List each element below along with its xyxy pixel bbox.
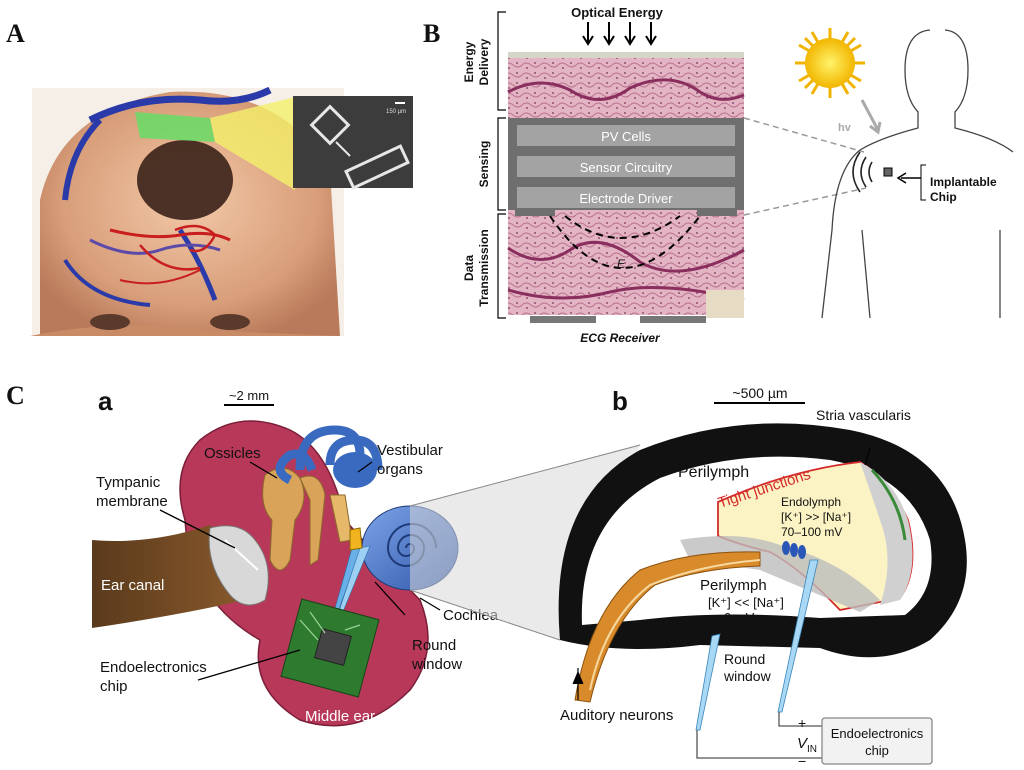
perilymph-mv-label: 0 mV <box>724 610 755 625</box>
head-illustration <box>30 86 344 336</box>
auditory-nerve <box>574 551 761 703</box>
leader-lines-a <box>159 461 441 681</box>
stria-leader <box>864 447 871 466</box>
receiver-electrode-right <box>640 316 706 323</box>
stria-label: Stria vascularis <box>816 407 911 423</box>
block-sensor-circuitry <box>517 156 735 177</box>
implant-chip-icon <box>883 167 893 177</box>
middle-ear-label: Middle ear <box>305 708 375 725</box>
auditory-neurons-label: Auditory neurons <box>560 707 673 724</box>
panel-label-b: B <box>423 19 440 48</box>
cochlear-duct-cross-section <box>558 423 967 658</box>
implant-highlight <box>135 112 215 142</box>
endolymph-label: Endolymph <box>781 495 841 509</box>
vestibular-label-1: Vestibular <box>377 442 443 459</box>
endoelectronics-label-1: Endoelectronics <box>100 659 207 676</box>
side-label-transmission: Transmission <box>477 229 491 306</box>
tissue-section <box>507 52 745 318</box>
panel-label-c: C <box>6 381 25 410</box>
chip-box-label-2: chip <box>865 743 889 758</box>
panel-label-a: A <box>6 19 25 48</box>
projection-lines-b <box>743 117 867 216</box>
tympanic-label-1: Tympanic <box>96 474 161 491</box>
side-label-sensing: Sensing <box>477 141 491 188</box>
scale-label-b: ~500 µm <box>732 385 787 401</box>
vestibular-label-2: organs <box>377 461 423 478</box>
block-pv-cells <box>517 125 735 146</box>
side-brackets <box>497 11 506 319</box>
vin-subscript: IN <box>807 744 817 755</box>
hv-label: hv <box>838 122 852 134</box>
side-label-delivery: Delivery <box>477 38 491 85</box>
ear-canal-label: Ear canal <box>101 577 164 594</box>
endolymph-ions-label: [K⁺] >> [Na⁺] <box>781 510 851 524</box>
ossicles-label: Ossicles <box>204 445 261 462</box>
field-label: E <box>617 257 626 271</box>
endoelectronics-chip-a <box>280 598 380 698</box>
round-window-probe <box>333 527 371 615</box>
optical-energy-label: Optical Energy <box>571 5 664 20</box>
vin-label: V <box>797 735 809 752</box>
ecg-receiver-label: ECG Receiver <box>580 331 661 345</box>
vestibular-organs <box>275 425 383 485</box>
vein-blue <box>88 86 272 124</box>
sun-icon <box>795 28 865 98</box>
side-label-data: Data <box>462 255 476 281</box>
round-window-label-2: window <box>411 656 462 673</box>
electric-field-lines <box>549 215 701 269</box>
light-arrow <box>860 99 882 135</box>
subpanel-label-b: b <box>612 386 628 416</box>
tympanic-label-2: membrane <box>96 493 168 510</box>
body-outline <box>821 29 1014 319</box>
round-window-b-label-2: window <box>723 668 772 684</box>
perilymph-ions-label: [K⁺] << [Na⁺] <box>708 595 784 610</box>
chip-label: Chip <box>930 190 957 204</box>
zoom-projection-c <box>409 444 641 641</box>
perilymph-top-label: Perilymph <box>678 464 749 481</box>
electrode-probes-b <box>695 559 819 731</box>
block-electrode-driver <box>517 187 735 208</box>
minus-label: − <box>798 753 806 769</box>
round-window-label-1: Round <box>412 637 456 654</box>
implantable-label: Implantable <box>930 175 997 189</box>
subpanel-label-a: a <box>98 386 113 416</box>
ossicles <box>262 467 353 571</box>
microscope-inset: 150 µm <box>293 96 413 190</box>
perilymph-bottom-label: Perilymph <box>700 577 767 594</box>
chip-box-label-1: Endoelectronics <box>831 726 924 741</box>
endoelectronics-chip-box <box>821 717 933 765</box>
endolymph-mv-label: 70–100 mV <box>781 525 842 539</box>
receiver-electrode-left <box>530 316 596 323</box>
vestibule <box>333 452 377 488</box>
scale-bar-label-a: 150 µm <box>386 109 406 115</box>
block-label-sensor: Sensor Circuitry <box>580 160 673 175</box>
plus-label: + <box>798 715 806 731</box>
block-label-pv: PV Cells <box>601 129 651 144</box>
radio-waves-icon <box>852 151 873 193</box>
side-label-energy: Energy <box>462 41 476 82</box>
optical-arrows <box>582 22 657 46</box>
endoelectronics-label-2: chip <box>100 678 128 695</box>
chip-arrow <box>896 172 921 184</box>
artery-red <box>109 228 231 242</box>
scale-label-a: ~2 mm <box>229 388 269 403</box>
probe-wiring <box>696 712 822 759</box>
auditory-arrowhead <box>572 670 584 685</box>
zoom-cone <box>210 97 295 190</box>
chip-stack <box>508 118 744 216</box>
brain-opening <box>137 140 233 220</box>
block-label-driver: Electrode Driver <box>579 191 673 206</box>
round-window-b-label-1: Round <box>724 651 765 667</box>
